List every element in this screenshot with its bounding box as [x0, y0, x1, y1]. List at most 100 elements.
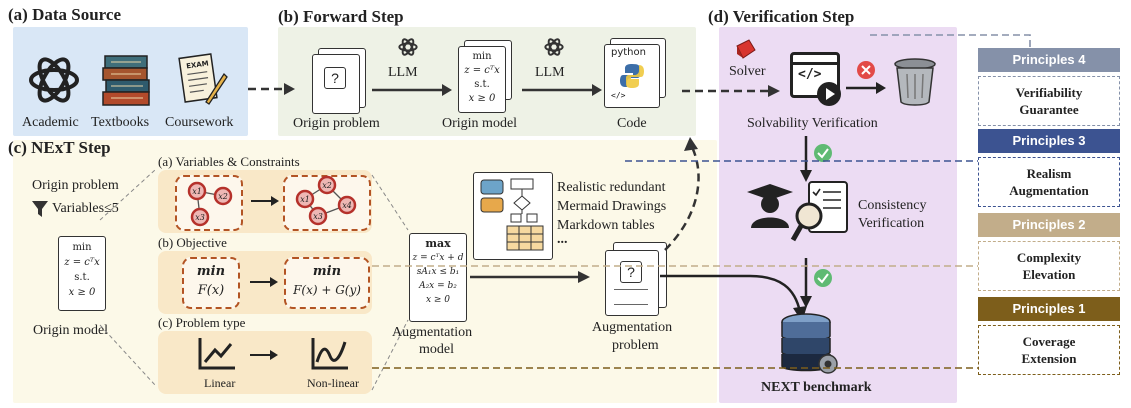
linear-chart-icon	[198, 338, 235, 370]
nonlinear-label: Non-linear	[307, 376, 359, 390]
openai-icon	[398, 38, 418, 56]
principle-2-header: Principles 2	[978, 213, 1120, 237]
origin-model-card: min z = cᵀx s.t. x ≥ 0	[458, 46, 506, 113]
forward-arrow-2	[522, 84, 602, 96]
aug-card-max: max	[425, 237, 451, 250]
augmentation-model-label-1: Augmentation	[392, 325, 473, 340]
principle-1-line-1: Coverage	[1022, 334, 1076, 349]
node-right-1: x1	[300, 195, 310, 204]
node-left-1: x1	[192, 187, 202, 196]
aug-problem-label-1: Augmentation	[592, 320, 673, 335]
aug-card-objective: z = cᵀx + d	[412, 253, 464, 263]
coursework-icon: EXAM	[178, 53, 228, 105]
check-icon-1	[814, 144, 832, 162]
code-window-tag: </>	[798, 67, 822, 82]
consistency-label-2: Verification	[858, 216, 925, 231]
llm-label-1: LLM	[388, 65, 418, 80]
textbooks-label: Textbooks	[91, 115, 150, 130]
obj-left-box	[182, 257, 240, 309]
objective-arrow	[250, 277, 278, 287]
forward-origin-model-label: Origin model	[442, 116, 518, 131]
aug-problem-label-2: problem	[612, 338, 659, 353]
aug-model-to-problem-arrow	[470, 271, 590, 283]
augmentation-model-card: max z = cᵀx + d sA₁x ≤ b₁ A₂x = b₂ x ≥ 0	[409, 233, 467, 322]
python-label: python	[611, 47, 646, 58]
solvability-to-consistency-arrow	[800, 136, 812, 182]
forward-step-title: (b) Forward Step	[278, 7, 404, 26]
check-icon-2	[814, 269, 832, 287]
aug-doc-lines	[614, 289, 648, 305]
origin-card-min: min	[72, 242, 92, 253]
benchmark-label: NEXT benchmark	[761, 380, 872, 395]
realistic-line-2: Mermaid Drawings	[557, 199, 667, 214]
fan-lines	[99, 169, 156, 386]
principle-3-header: Principles 3	[978, 129, 1120, 153]
variable-graph: x1 x2 x3 x1 x2 x3 x4	[187, 175, 357, 227]
sub-c-label: (c) Problem type	[158, 315, 246, 330]
principle-4-line-2: Guarantee	[1019, 102, 1079, 117]
fail-cross-icon	[857, 61, 875, 79]
sub-a-label: (a) Variables & Constraints	[158, 154, 300, 169]
origin-card-objective: z = cᵀx	[64, 257, 100, 268]
obj-left-fx: F(x)	[197, 283, 225, 298]
node-left-3: x3	[195, 213, 205, 222]
data-source-title: (a) Data Source	[8, 5, 121, 24]
principle-1-line-2: Extension	[1021, 351, 1077, 366]
nodes-left-box	[175, 175, 243, 231]
node-left-2: x2	[218, 192, 228, 201]
forward-origin-problem-label: Origin problem	[293, 116, 380, 131]
realistic-line-4: ...	[557, 232, 568, 247]
aug-question-icon: ?	[620, 261, 642, 283]
principle-3-line-2: Augmentation	[1009, 183, 1089, 198]
solver-icon	[736, 39, 756, 59]
origin-card-constraint: x ≥ 0	[68, 287, 96, 298]
academic-label: Academic	[22, 115, 79, 130]
principle-2-line-2: Elevation	[1022, 267, 1076, 282]
solvability-to-trash-arrow	[846, 82, 886, 94]
fan-lines-right	[371, 174, 409, 391]
filter-icon	[32, 201, 48, 217]
principle-1-header: Principles 1	[978, 297, 1120, 321]
openai-icon-2	[544, 38, 564, 56]
textbooks-icon	[102, 55, 150, 106]
origin-problem-doc: ?	[312, 54, 360, 114]
code-label: Code	[617, 116, 647, 131]
play-icon	[817, 82, 841, 106]
principle-3-line-1: Realism	[1026, 166, 1072, 181]
realistic-doc-icon	[480, 178, 544, 251]
code-to-solvability-arrow	[682, 85, 780, 97]
question-icon: ?	[324, 67, 346, 89]
obj-right-min: min	[312, 264, 342, 279]
exam-paper-text: EXAM	[186, 59, 209, 70]
next-origin-model-label: Origin model	[33, 323, 109, 338]
principle-2-line-1: Complexity	[1016, 250, 1082, 265]
next-origin-model-card: min z = cᵀx s.t. x ≥ 0	[58, 236, 106, 311]
code-window-bar	[793, 55, 837, 65]
linear-label: Linear	[204, 376, 236, 390]
next-origin-problem-label: Origin problem	[32, 178, 119, 193]
sub-b-label: (b) Objective	[158, 235, 227, 250]
model-st: s.t.	[474, 79, 490, 90]
forward-arrow-1	[372, 84, 452, 96]
aug-card-c3: x ≥ 0	[425, 295, 451, 305]
python-logo-icon	[620, 64, 644, 88]
obj-left-min: min	[196, 264, 226, 279]
verification-step-title: (d) Verification Step	[708, 7, 855, 26]
trash-icon	[894, 58, 936, 106]
model-objective: z = cᵀx	[464, 65, 500, 76]
problem-type-panel	[158, 331, 372, 394]
solver-label: Solver	[729, 64, 766, 79]
principle-4-line-1: Verifiability	[1015, 85, 1083, 100]
consistency-to-benchmark-arrow	[800, 258, 812, 308]
llm-label-2: LLM	[535, 65, 565, 80]
node-right-3: x3	[313, 212, 323, 221]
solvability-verification-label: Solvability Verification	[747, 116, 878, 131]
data-to-forward-arrow	[248, 83, 295, 95]
nonlinear-chart-icon	[311, 338, 348, 370]
realistic-line-1: Realistic redundant	[557, 180, 666, 195]
aug-to-code-dashed-arrow	[664, 137, 700, 251]
